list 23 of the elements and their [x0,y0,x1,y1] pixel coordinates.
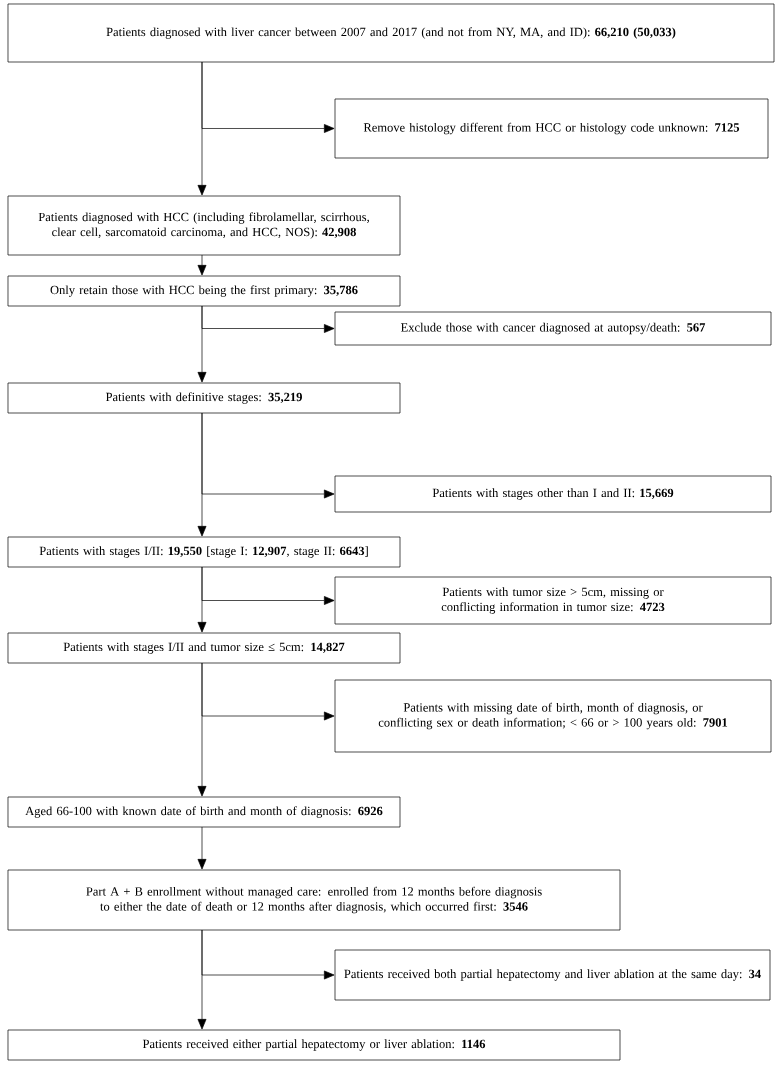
process-box: Aged 66-100 with known date of birth and month of diagnosis: 6926 [7,796,401,828]
process-box: Part A + B enrollment without managed care: enrolled from 12 months before diagnosis to either the date of death or 12 months after diagnosis, which occurred first: 3546 [7,869,621,931]
exclusion-box: Patients with missing date of birth, month of diagnosis, or conflicting sex or death information; < 66 or > 100 years old: 7901 [334,679,772,753]
exclusion-box: Patients received both partial hepatectomy and liver ablation at the same day: 34 [334,949,771,1001]
arrow [201,566,335,605]
process-box: Patients received either partial hepatectomy or liver ablation: 1146 [7,1029,621,1061]
process-box: Patients with definitive stages: 35,219 [7,382,401,414]
process-box: Only retain those with HCC being the first primary: 35,786 [7,275,401,307]
arrow [197,826,207,870]
exclusion-box: Exclude those with cancer diagnosed at autopsy/death: 567 [334,311,772,346]
process-box: Patients with stages I/II and tumor size ≤ 5cm: 14,827 [7,632,401,664]
exclusion-box: Patients with tumor size > 5cm, missing or conflicting information in tumor size: 4723 [334,576,772,625]
arrow [201,662,335,721]
arrow [201,305,335,333]
exclusion-box: Remove histology different from HCC or histology code unknown: 7125 [334,98,769,159]
process-box: Patients diagnosed with HCC (including fibrolamellar, scirrhous, clear cell, sarcomatoid carcinoma, and HCC, NOS): 42,908 [7,195,401,256]
exclusion-box: Patients with stages other than I and II: 15,669 [334,475,772,513]
arrow [201,61,335,133]
process-box: Patients diagnosed with liver cancer between 2007 and 2017 (and not from NY, MA, and ID): 66,210 (50,033) [7,3,775,63]
arrow [201,412,335,499]
process-box: Patients with stages I/II: 19,550 [stage I: 12,907, stage II: 6643] [7,536,401,568]
arrow [197,254,207,276]
arrow [201,929,335,980]
